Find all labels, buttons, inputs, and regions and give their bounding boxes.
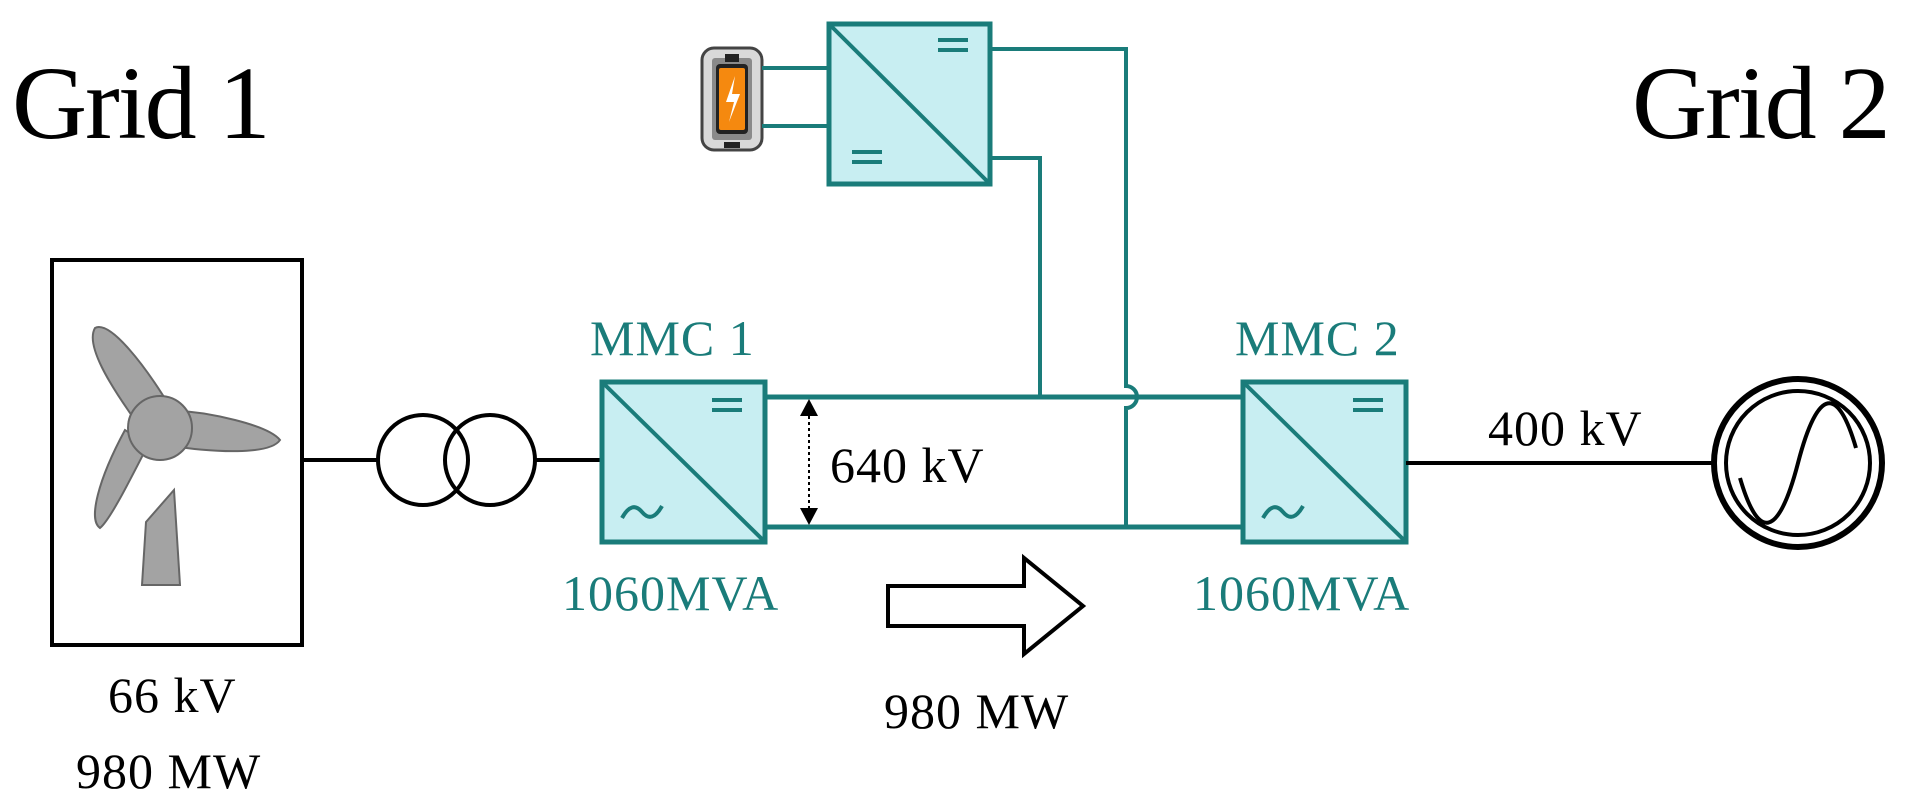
wind-voltage-label: 66 kV (108, 667, 237, 723)
ac-source-icon (1711, 376, 1885, 550)
mmc1-rating: 1060MVA (562, 565, 779, 621)
wind-turbine-icon (50, 258, 304, 647)
mmc1-converter (599, 379, 768, 545)
mmc2-label: MMC 2 (1235, 310, 1400, 366)
dc-dc-converter-icon (826, 21, 993, 187)
power-flow-label: 980 MW (884, 683, 1069, 739)
grid2-voltage-label: 400 kV (1488, 400, 1643, 456)
dc-voltage-arrow-up (800, 399, 818, 416)
grid-2-title: Grid 2 (1632, 46, 1889, 161)
turbine-blade-down (93, 428, 150, 530)
mmc2-rating: 1060MVA (1193, 565, 1410, 621)
turbine-hub (127, 395, 193, 461)
dcdc-lead-to-upper-line (990, 156, 1042, 397)
right-arrow-icon (886, 553, 1087, 659)
dc-voltage-arrow-down (800, 508, 818, 525)
mmc1-label: MMC 1 (590, 310, 755, 366)
dcdc-lead-to-lower-line (990, 47, 1139, 527)
battery-icon (700, 46, 764, 152)
transformer-winding-1 (376, 413, 470, 507)
grid-1-title: Grid 1 (12, 46, 269, 161)
transformer-icon (376, 413, 537, 507)
turbine-tower (140, 487, 182, 586)
turbine-blade-right (163, 408, 282, 453)
mmc2-converter (1240, 379, 1409, 545)
dc-voltage-label: 640 kV (830, 437, 985, 493)
transformer-winding-2 (443, 413, 537, 507)
wind-power-label: 980 MW (76, 743, 261, 799)
